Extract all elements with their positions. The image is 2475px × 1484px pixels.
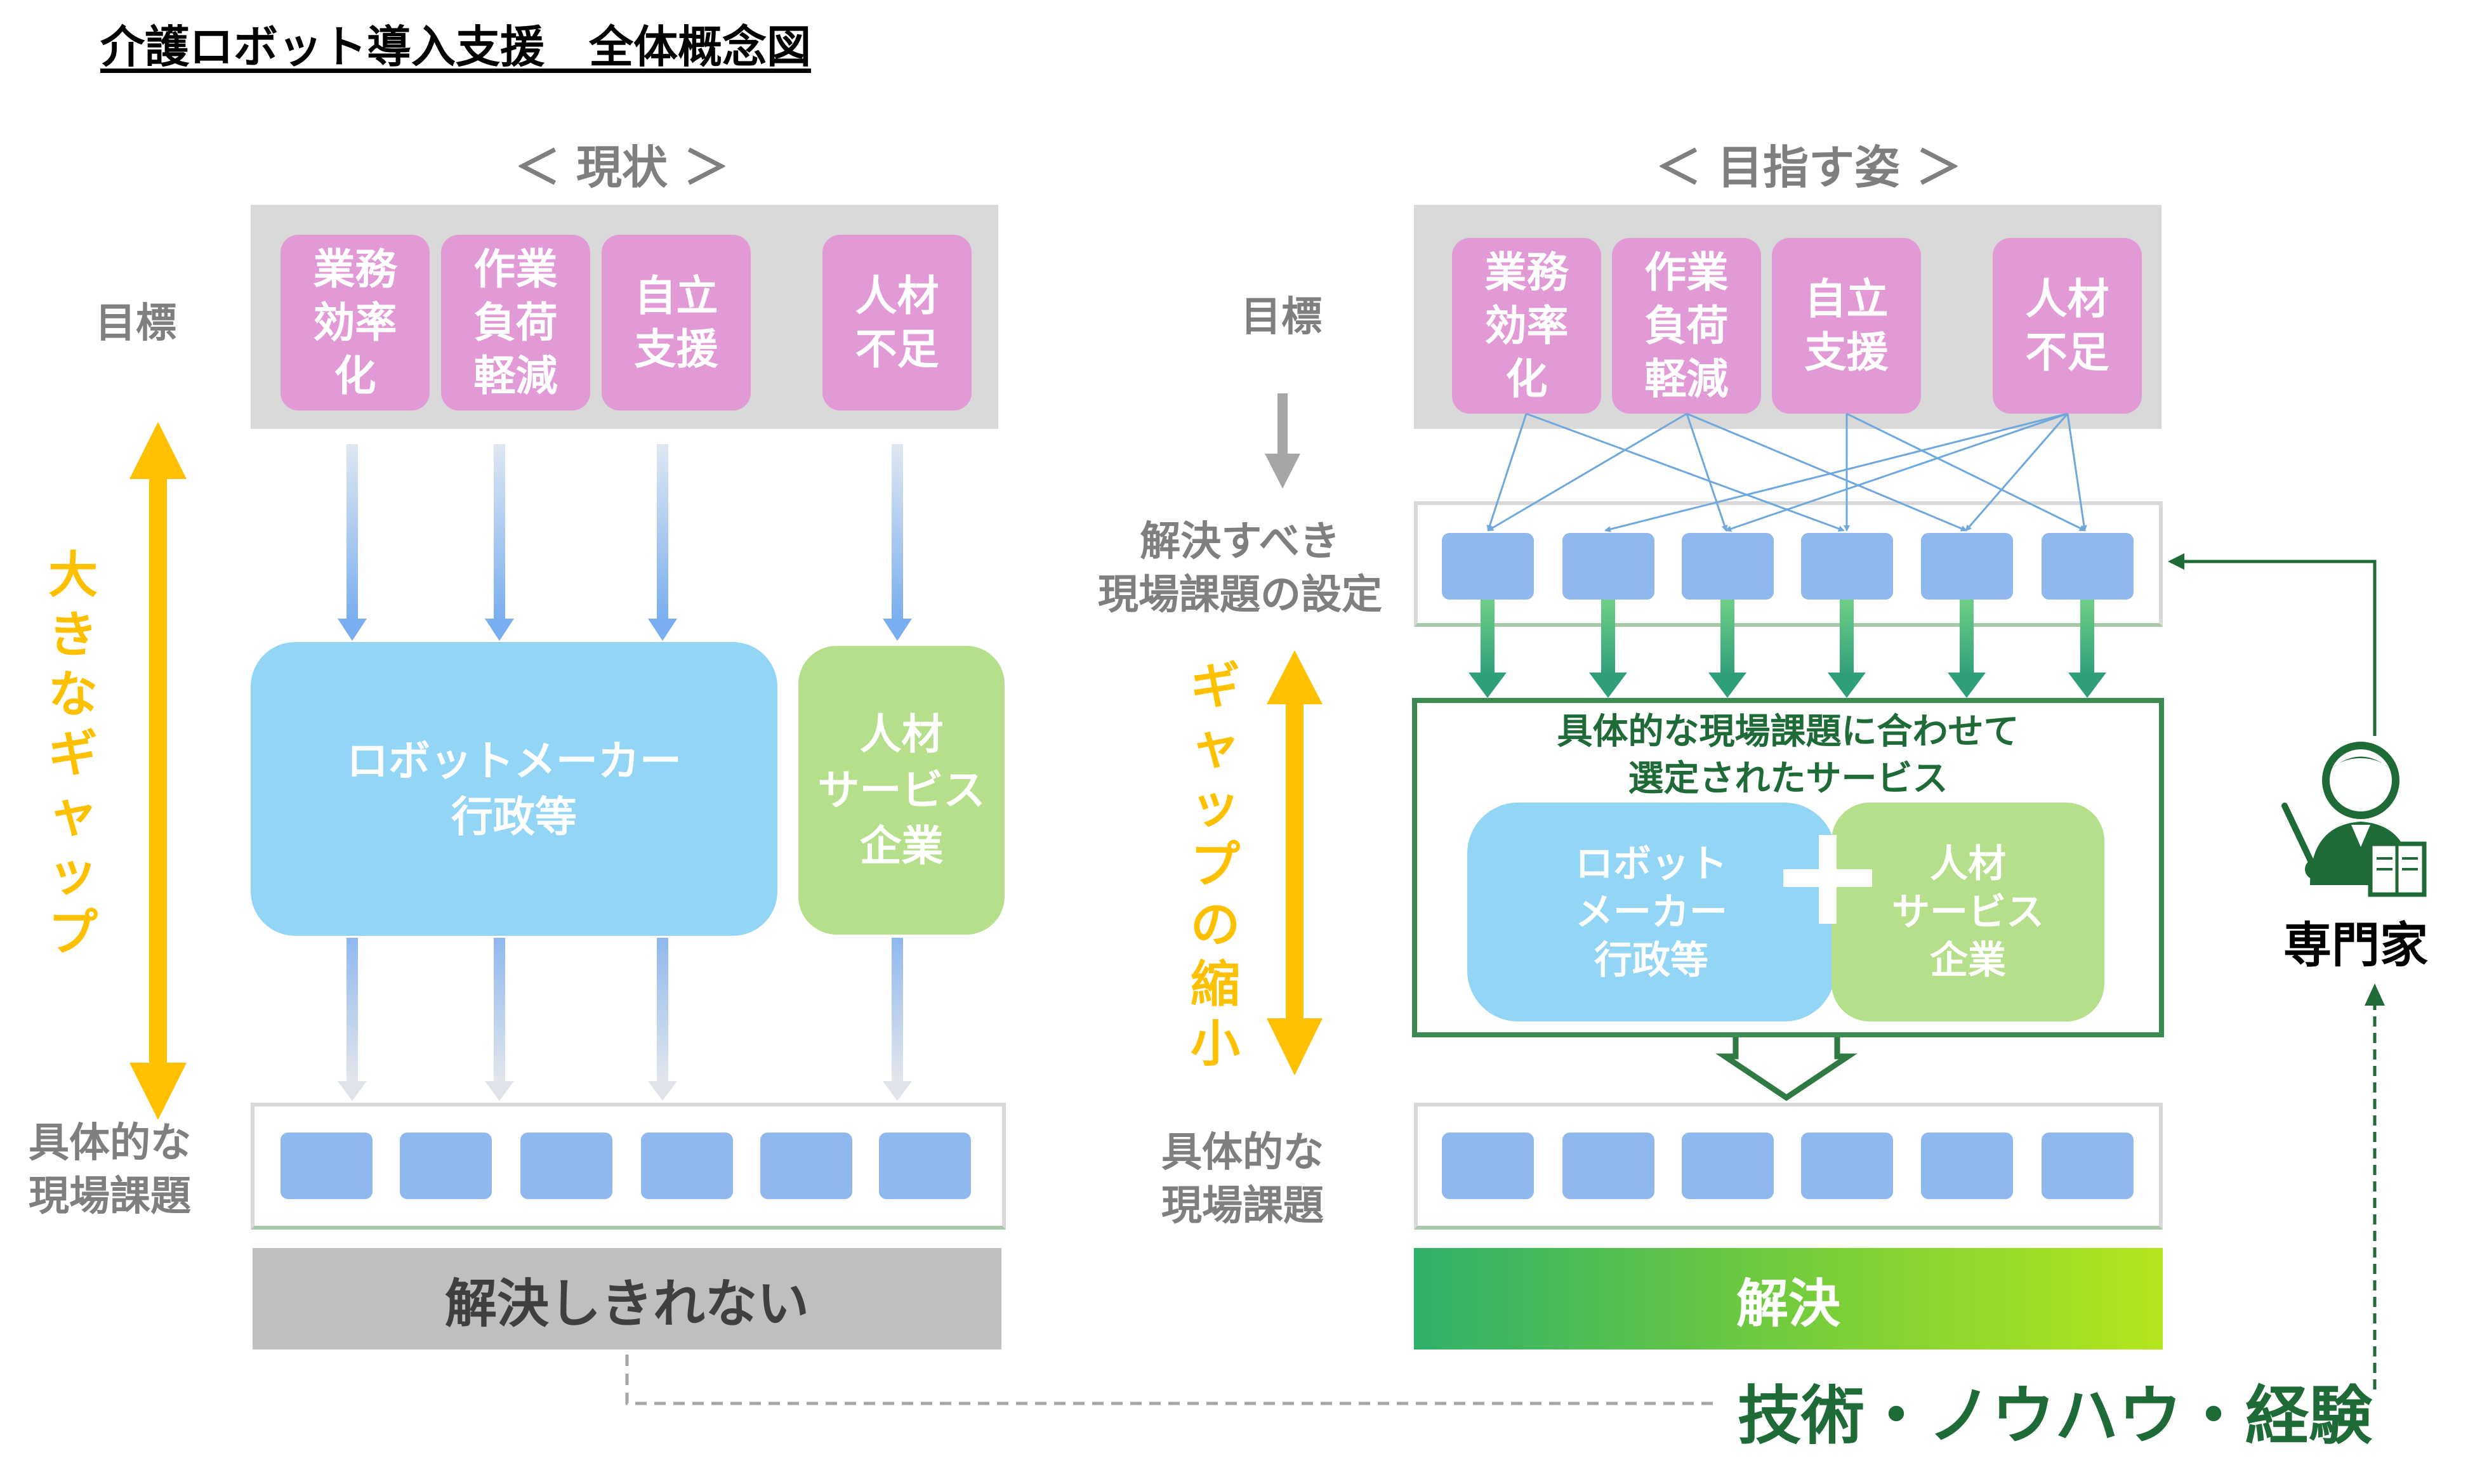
- current-state-heading: ＜ 現状 ＞: [514, 141, 730, 194]
- expert-label: 専門家: [2283, 917, 2428, 973]
- right-setting-issue: [1562, 533, 1654, 600]
- right-goal-efficiency: 業務 効率 化: [1452, 238, 1601, 414]
- target-state-heading: ＜ 目指す姿 ＞: [1655, 141, 1962, 194]
- right-result-resolved: 解決: [1414, 1248, 2163, 1349]
- right-issue: [1442, 1133, 1534, 1199]
- left-goal-efficiency: 業務 効率 化: [280, 235, 430, 410]
- service-selection-box: [1412, 698, 2164, 1037]
- service-selection-title: 具体的な現場課題に合わせて 選定されたサービス: [1557, 711, 2019, 799]
- right-setting-box: [1414, 501, 2163, 627]
- left-gap-label: 大きなギャップ: [48, 547, 98, 962]
- right-goal-mapping-arrows: [1486, 412, 2087, 532]
- left-issues-label: 具体的な 現場課題: [29, 1120, 191, 1220]
- right-goal-independence: 自立 支援: [1772, 238, 1921, 414]
- right-goal-label: 目標: [1241, 294, 1322, 341]
- right-provider-staffing-service: 人材 サービス 企業: [1832, 803, 2104, 1021]
- right-issues-label: 具体的な 現場課題: [1161, 1129, 1324, 1230]
- left-goal-to-provider-arrows: [338, 444, 912, 641]
- right-goal-workload: 作業 負荷 軽減: [1612, 238, 1761, 414]
- right-setting-issue: [1801, 533, 1893, 600]
- right-setting-issue: [1442, 533, 1534, 600]
- plus-icon-vertical: [1819, 835, 1837, 924]
- left-issue: [520, 1133, 612, 1199]
- service-to-issues-outline-arrow: [1715, 1037, 1858, 1101]
- left-issue: [280, 1133, 373, 1199]
- knowhow-to-expert-connector: [2365, 983, 2385, 1389]
- expert-teacher-icon: [2281, 742, 2427, 897]
- right-setting-to-service-arrows: [1468, 600, 2106, 698]
- page-title: 介護ロボット導入支援 全体概念図: [100, 21, 811, 73]
- left-goal-label: 目標: [95, 300, 176, 347]
- right-setting-label: 解決すべき 現場課題の設定: [1098, 518, 1382, 619]
- right-issue: [1562, 1133, 1654, 1199]
- left-issue: [879, 1133, 971, 1199]
- right-goal-label-arrow: [1265, 393, 1300, 489]
- left-result-unresolved: 解決しきれない: [253, 1248, 1001, 1349]
- right-issue: [1682, 1133, 1774, 1199]
- right-setting-issue: [1921, 533, 2013, 600]
- left-provider-to-issue-arrows: [338, 938, 912, 1101]
- left-goal-workload: 作業 負荷 軽減: [441, 235, 590, 410]
- right-issue: [2042, 1133, 2134, 1199]
- left-issue: [400, 1133, 492, 1199]
- expert-to-setting-connector: [2168, 553, 2377, 736]
- left-issue: [641, 1133, 733, 1199]
- right-goal-staffing: 人材 不足: [1993, 238, 2142, 414]
- left-provider-robot-maker: ロボットメーカー 行政等: [251, 642, 777, 936]
- left-goal-staffing: 人材 不足: [822, 235, 972, 410]
- left-goal-independence: 自立 支援: [602, 235, 751, 410]
- right-provider-robot-maker: ロボット メーカー 行政等: [1467, 803, 1835, 1021]
- service-to-issues-arrow: [1725, 1035, 1726, 1053]
- right-setting-issue: [1682, 533, 1774, 600]
- right-setting-issue: [2042, 533, 2134, 600]
- right-issue: [1801, 1133, 1893, 1199]
- left-issue: [760, 1133, 852, 1199]
- right-issue: [1921, 1133, 2013, 1199]
- right-gap-double-arrow: [1267, 650, 1323, 1075]
- right-issues-box: [1414, 1103, 2163, 1230]
- left-gap-double-arrow: [129, 422, 187, 1120]
- knowhow-label: 技術・ノウハウ・経験: [1738, 1379, 2372, 1453]
- right-gap-label: ギャップの縮小: [1190, 658, 1240, 1073]
- result-to-knowhow-connector: [625, 1355, 1713, 1405]
- left-provider-staffing-service: 人材 サービス 企業: [798, 646, 1005, 935]
